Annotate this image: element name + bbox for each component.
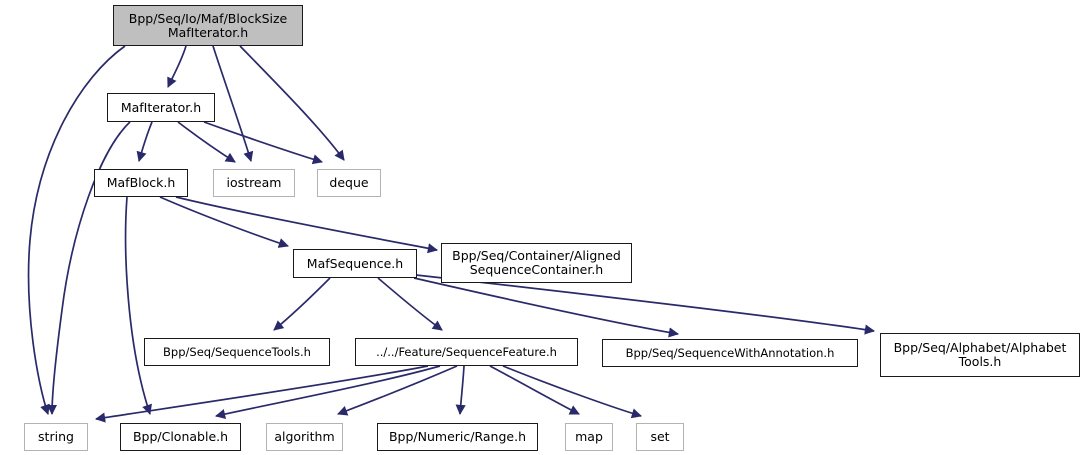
node-map[interactable]: map <box>565 423 613 451</box>
node-label-mafseq: MafSequence.h <box>306 255 404 271</box>
edge-seqfeat-to-algorithm <box>337 365 458 416</box>
node-alignedsc[interactable]: Bpp/Seq/Container/Aligned SequenceContai… <box>441 243 632 283</box>
node-label-mafiter: MafIterator.h <box>120 99 202 115</box>
node-label-string: string <box>38 429 74 444</box>
edge-mafseq-to-seqfeat <box>377 277 443 331</box>
edge-root-to-mafiter <box>167 45 187 88</box>
node-deque[interactable]: deque <box>317 169 381 197</box>
node-label-seqwithann: Bpp/Seq/SequenceWithAnnotation.h <box>625 345 835 360</box>
node-clonable[interactable]: Bpp/Clonable.h <box>120 423 241 451</box>
edge-mafblock-to-clonable <box>124 196 152 415</box>
edge-root-to-string <box>27 45 126 415</box>
edge-mafblock-to-alignedsc <box>175 196 439 254</box>
node-algorithm[interactable]: algorithm <box>266 423 343 451</box>
edge-mafseq-to-seqtools <box>273 277 331 331</box>
node-label-algorithm: algorithm <box>274 429 335 444</box>
edge-seqfeat-to-clonable <box>215 365 441 419</box>
edge-mafseq-to-seqwithann <box>413 277 680 338</box>
edge-seqfeat-to-set <box>502 365 642 419</box>
node-label-iostream: iostream <box>226 175 282 190</box>
edge-seqfeat-to-string <box>94 365 429 423</box>
edge-mafiter-to-iostream <box>177 121 236 163</box>
node-label-range: Bpp/Numeric/Range.h <box>388 429 526 444</box>
node-seqfeat[interactable]: ../../Feature/SequenceFeature.h <box>355 338 578 366</box>
node-label-seqtools: Bpp/Seq/SequenceTools.h <box>163 344 311 359</box>
edge-mafiter-to-deque <box>203 121 323 165</box>
node-alphatools[interactable]: Bpp/Seq/Alphabet/Alphabet Tools.h <box>880 333 1080 377</box>
edge-root-to-iostream <box>212 45 254 162</box>
node-range[interactable]: Bpp/Numeric/Range.h <box>377 423 538 451</box>
node-label-alphatools: Bpp/Seq/Alphabet/Alphabet Tools.h <box>893 340 1067 369</box>
node-label-map: map <box>575 429 603 444</box>
node-label-seqfeat: ../../Feature/SequenceFeature.h <box>376 344 557 359</box>
node-string[interactable]: string <box>24 423 88 451</box>
edge-mafseq-to-alphatools <box>415 274 876 335</box>
edge-mafblock-to-mafseq <box>159 196 289 248</box>
node-mafiter[interactable]: MafIterator.h <box>107 93 215 122</box>
edge-mafiter-to-mafblock <box>136 121 153 162</box>
node-mafblock[interactable]: MafBlock.h <box>94 169 188 197</box>
edge-seqfeat-to-map <box>489 365 580 415</box>
node-label-deque: deque <box>329 175 369 190</box>
node-label-set: set <box>650 429 670 444</box>
node-label-alignedsc: Bpp/Seq/Container/Aligned SequenceContai… <box>452 248 621 277</box>
node-seqwithann[interactable]: Bpp/Seq/SequenceWithAnnotation.h <box>602 339 858 367</box>
node-label-root: Bpp/Seq/Io/Maf/BlockSize MafIterator.h <box>128 10 288 40</box>
edge-seqfeat-to-range <box>455 365 466 416</box>
node-iostream[interactable]: iostream <box>213 169 295 197</box>
edge-mafiter-to-string <box>46 121 131 416</box>
node-seqtools[interactable]: Bpp/Seq/SequenceTools.h <box>144 338 330 366</box>
node-label-mafblock: MafBlock.h <box>106 175 176 190</box>
node-label-clonable: Bpp/Clonable.h <box>132 429 229 444</box>
node-set[interactable]: set <box>636 423 684 451</box>
node-root[interactable]: Bpp/Seq/Io/Maf/BlockSize MafIterator.h <box>113 5 303 46</box>
node-mafseq[interactable]: MafSequence.h <box>293 249 417 278</box>
edge-root-to-deque <box>239 45 345 161</box>
